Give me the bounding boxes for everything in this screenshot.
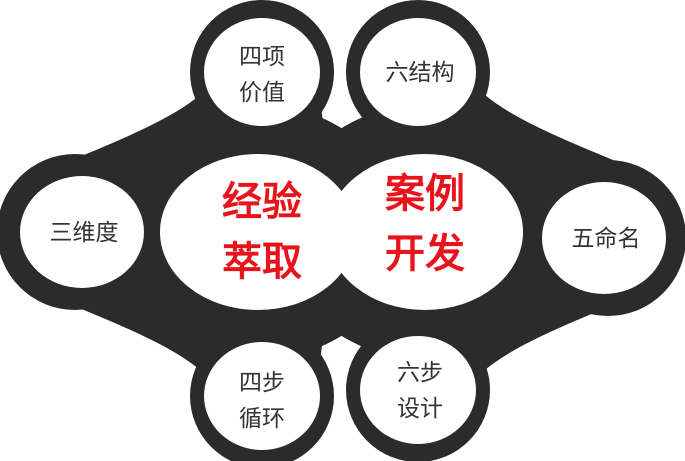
right-center-oval — [327, 154, 523, 310]
bottom-right-node — [360, 336, 476, 444]
left-node — [20, 176, 144, 288]
center-right-line2: 开发 — [385, 231, 465, 277]
center-right-line1: 案例 — [385, 171, 465, 217]
left-node-label: 三维度 — [50, 220, 119, 246]
right-node — [542, 182, 666, 294]
right-node-label: 五命名 — [572, 226, 641, 252]
top-right-node — [360, 18, 476, 126]
center-left-line1: 经验 — [222, 179, 302, 225]
bottom-left-node — [204, 342, 320, 450]
top-left-node — [204, 18, 320, 126]
bottom-left-node-line1: 四步 — [239, 370, 285, 396]
left-center-oval — [160, 154, 356, 310]
diagram-white-fills — [20, 18, 666, 450]
top-left-node-line2: 价值 — [239, 80, 285, 106]
bottom-left-node-line2: 循环 — [239, 406, 285, 432]
top-left-node-line1: 四项 — [239, 44, 285, 70]
top-right-node-label: 六结构 — [386, 60, 455, 86]
bottom-right-node-line2: 设计 — [397, 396, 443, 422]
bottom-right-node-line1: 六步 — [397, 360, 443, 386]
center-left-line2: 萃取 — [222, 239, 302, 285]
